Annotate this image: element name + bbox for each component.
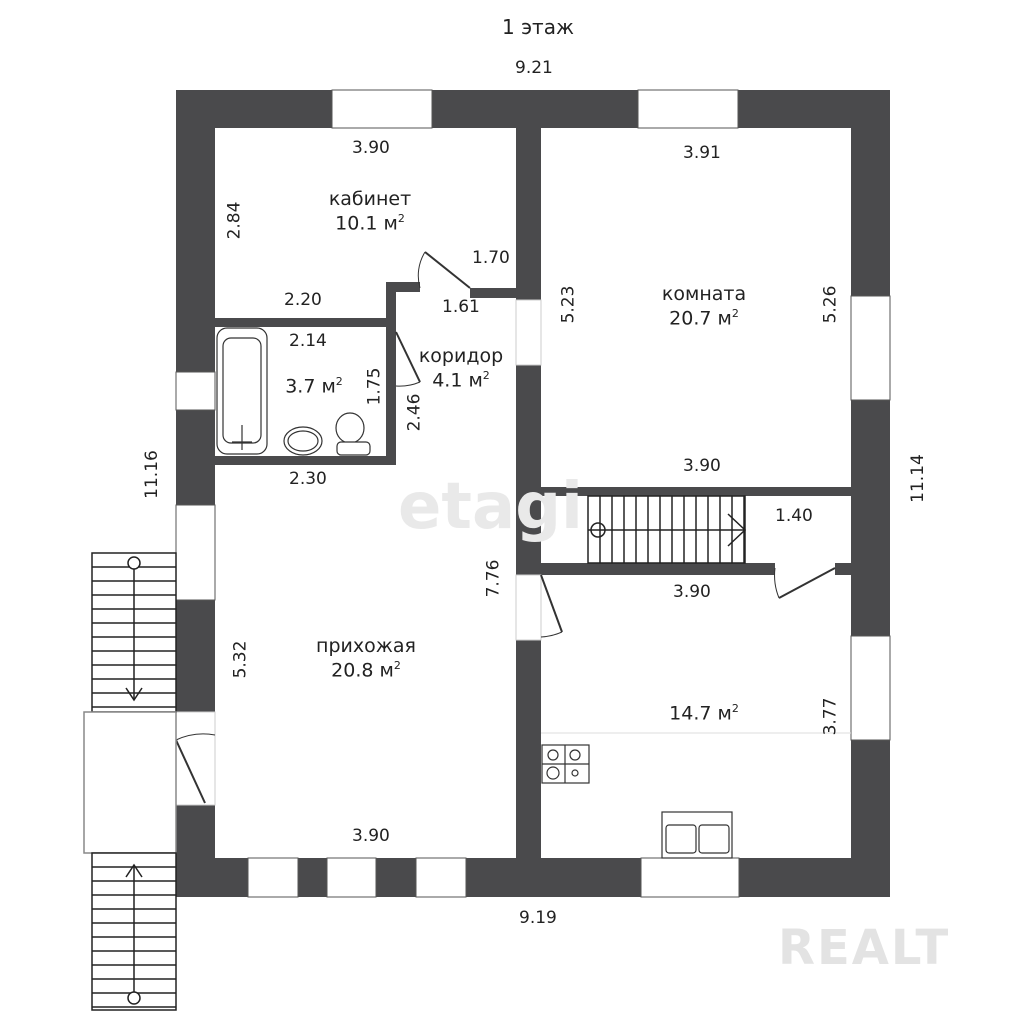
dim-corridor-side: 2.46 (404, 393, 425, 432)
window (850, 635, 891, 741)
dim-stairs: 1.40 (775, 506, 813, 526)
door-arc (417, 251, 426, 289)
dim-kitchen-right: 3.77 (820, 697, 841, 736)
wall-corridor-komnata (516, 365, 541, 575)
door-stairs (778, 567, 836, 599)
door-kitchen (540, 574, 563, 633)
wall-stairs-bottom-a (541, 563, 775, 575)
window (175, 504, 216, 601)
room-kabinet: кабинет 10.1 м2 (329, 188, 411, 236)
window (326, 857, 377, 898)
door-bath (395, 331, 421, 383)
windows (175, 89, 891, 898)
dim-hall-right: 7.76 (483, 559, 504, 598)
watermark-etagi: etagi (398, 470, 583, 544)
dim-komnata-bottom: 3.90 (683, 456, 721, 476)
room-area: 4.1 м (432, 369, 483, 392)
door-arc (540, 631, 563, 638)
window (637, 89, 739, 129)
window (247, 857, 299, 898)
entrance-door-opening (175, 711, 216, 806)
room-area: 20.7 м (669, 307, 732, 330)
window (415, 857, 467, 898)
wall-hall-kitchen (516, 640, 541, 858)
bathtub (216, 327, 268, 455)
kitchen-sink (661, 811, 733, 859)
dim-komnata-right: 5.26 (820, 285, 841, 324)
room-bathroom: 3.7 м2 (285, 375, 343, 399)
room-area: 3.7 м (285, 375, 336, 398)
dim-kabinet-bottom: 2.20 (284, 290, 322, 310)
outer-wall-right (851, 90, 890, 897)
wall-kabinet-corridor-a (386, 282, 420, 292)
room-name: кабинет (328, 188, 412, 210)
window (850, 295, 891, 401)
room-name: комната (661, 283, 747, 305)
area-unit-sup: 2 (335, 375, 343, 388)
dim-bath-top: 2.14 (289, 331, 327, 351)
room-corridor: коридор 4.1 м2 (419, 345, 503, 393)
dim-top-total: 9.21 (515, 58, 553, 78)
dim-komnata-left: 5.23 (558, 285, 579, 324)
room-komnata: комната 20.7 м2 (662, 283, 746, 331)
door-kabinet (424, 251, 471, 289)
outer-wall-top (176, 90, 890, 128)
inner-stairs (587, 495, 747, 564)
floor-title: 1 этаж (502, 15, 574, 39)
room-name: прихожая (316, 635, 416, 657)
doors (175, 251, 836, 804)
dim-hall-left: 5.32 (230, 640, 251, 679)
dim-kabinet-left: 2.84 (224, 201, 245, 240)
door-arc (774, 567, 780, 599)
area-unit-sup: 2 (397, 211, 405, 225)
wall-kabinet-corridor-b (470, 288, 516, 298)
area-unit-sup: 2 (393, 658, 401, 672)
dim-komnata-top: 3.91 (683, 143, 721, 163)
area-unit-sup: 2 (731, 306, 739, 320)
dim-left-total: 11.16 (141, 450, 162, 499)
window (640, 857, 740, 898)
sink (283, 426, 323, 456)
area-unit-sup: 2 (482, 368, 490, 382)
wall-kabinet-bath (215, 318, 395, 327)
dim-kabinet-top: 3.90 (352, 138, 390, 158)
window (331, 89, 433, 129)
area-unit-sup: 2 (731, 702, 739, 715)
outside-stairs (83, 552, 177, 1011)
room-name: коридор (418, 345, 504, 367)
dim-kabinet-door: 1.70 (472, 248, 510, 268)
kitchen-door-opening (515, 574, 542, 641)
wall-kabinet-komnata (516, 128, 541, 300)
room-area: 10.1 м (335, 212, 398, 235)
stove (541, 744, 590, 784)
room-kitchen: 14.7 м2 (669, 702, 739, 726)
dim-bath-side: 1.75 (364, 367, 385, 406)
room-area: 20.8 м (331, 659, 394, 682)
door-arc (175, 733, 216, 741)
dim-corridor-top: 1.61 (442, 297, 480, 317)
wall-bath-bottom (215, 456, 396, 465)
door-entrance (175, 739, 206, 804)
room-hall: прихожая 20.8 м2 (316, 635, 416, 683)
dim-kitchen-top: 3.90 (673, 582, 711, 602)
room-area: 14.7 м (669, 702, 732, 725)
dim-bath-bottom: 2.30 (289, 469, 327, 489)
toilet (335, 412, 371, 456)
wall-stairs-top (541, 487, 851, 496)
dim-hall-bottom: 3.90 (352, 826, 390, 846)
dim-bottom-total: 9.19 (519, 908, 557, 928)
corridor-opening (515, 299, 542, 366)
wall-stairs-bottom-b (835, 563, 851, 575)
dim-right-total: 11.14 (907, 454, 928, 503)
window (175, 371, 216, 411)
wall-bath-corridor (386, 282, 396, 465)
door-arc (395, 381, 421, 387)
watermark-realt: REALT (778, 920, 951, 976)
